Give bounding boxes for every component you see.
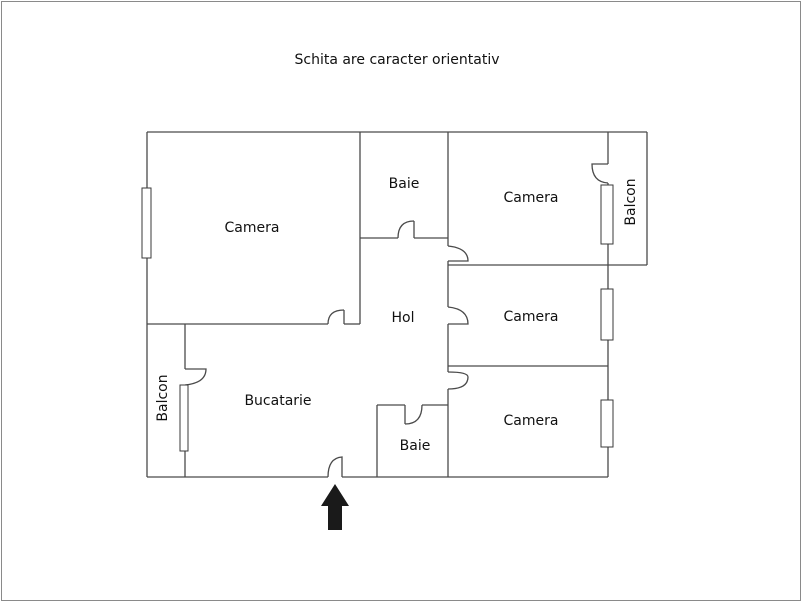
doors — [184, 163, 609, 478]
room-label-camera-top-right: Camera — [504, 190, 559, 206]
room-label-balcon-right: Balcon — [623, 178, 639, 225]
room-label-hol: Hol — [392, 310, 415, 326]
room-label-baie-bottom: Baie — [400, 438, 431, 454]
walls — [146, 131, 648, 478]
plan-title: Schita are caracter orientativ — [294, 52, 499, 68]
room-label-camera-large: Camera — [225, 220, 280, 236]
room-labels: Camera Baie Camera Balcon Hol Camera Bal… — [155, 176, 639, 454]
room-label-camera-mid-right: Camera — [504, 309, 559, 325]
windows — [141, 184, 614, 452]
room-label-bucatarie: Bucatarie — [244, 393, 311, 409]
window-camera-large — [141, 187, 152, 259]
room-label-balcon-left: Balcon — [155, 374, 171, 421]
room-label-camera-bottom-right: Camera — [504, 413, 559, 429]
window-camera-bottom — [600, 399, 614, 448]
arrow-up-icon — [321, 484, 349, 530]
room-label-baie-top: Baie — [389, 176, 420, 192]
window-camera-mid — [600, 288, 614, 341]
window-balcon-left — [179, 384, 189, 452]
window-balcon-right — [600, 184, 614, 245]
